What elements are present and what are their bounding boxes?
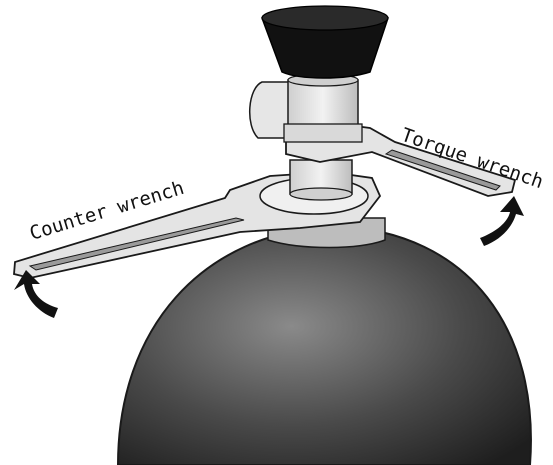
curved-arrow-down-icon bbox=[480, 196, 524, 246]
valve-lower-base bbox=[289, 187, 353, 201]
gas-cylinder-dome bbox=[116, 224, 532, 465]
handwheel-top bbox=[261, 5, 389, 31]
valve-side-port bbox=[248, 81, 293, 139]
counter-wrench-slot bbox=[28, 217, 245, 271]
curved-arrow-up-icon bbox=[14, 270, 58, 318]
valve-nut bbox=[283, 123, 363, 143]
torque-wrench-slot bbox=[384, 149, 501, 191]
